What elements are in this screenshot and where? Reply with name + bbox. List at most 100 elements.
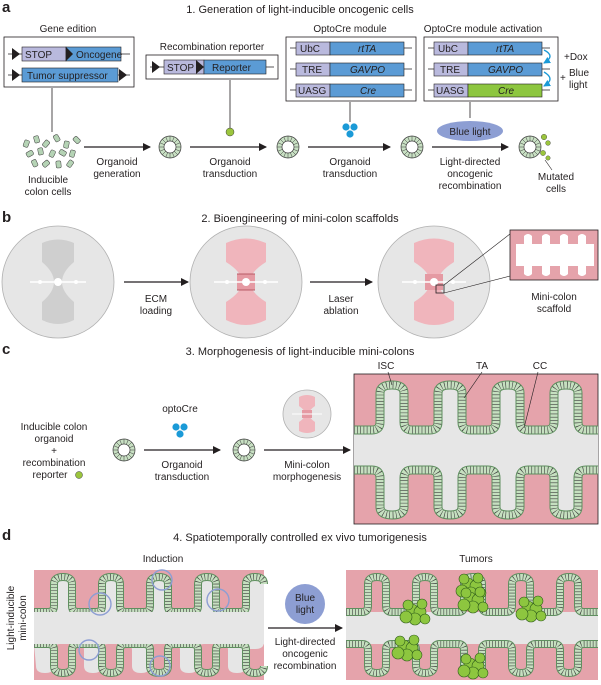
loxp-icon <box>196 60 204 74</box>
optocre-label: optoCre <box>162 404 198 415</box>
inducible-organoid-1: Inducible colon <box>21 422 88 433</box>
activation-cre: Cre <box>498 86 515 97</box>
mutated-cells-1: Mutated <box>538 172 574 183</box>
activation-heading: OptoCre module activation <box>424 24 542 35</box>
panel-b: b 2. Bioengineering of mini-colon scaffo… <box>1 209 599 339</box>
ta-label: TA <box>476 361 488 372</box>
panel-b-title: 2. Bioengineering of mini-colon scaffold… <box>201 213 399 225</box>
panel-d-title: 4. Spatiotemporally controlled ex vivo t… <box>173 532 427 544</box>
optocre-virus-icon <box>172 423 188 438</box>
induction-spots <box>78 569 230 677</box>
panel-c: c 3. Morphogenesis of light-inducible mi… <box>2 341 599 525</box>
panel-a-title: 1. Generation of light-inducible oncogen… <box>186 4 414 16</box>
optocre-module-box: OptoCre module UbC rtTA TRE GAVPO UASG C… <box>285 24 417 102</box>
mini-colon-tissue-c <box>353 373 599 525</box>
activation-rtta: rtTA <box>496 44 514 55</box>
light-directed-a3: recombination <box>439 181 502 192</box>
laser-ablation-1: Laser <box>328 294 354 305</box>
reporter-heading: Recombination reporter <box>160 42 265 53</box>
loxp-icon <box>12 69 20 81</box>
reporter-virus-icon <box>225 127 235 137</box>
mutated-cells-2: cells <box>546 184 566 195</box>
optocre-activation-box: OptoCre module activation UbC rtTA TRE G… <box>423 24 589 102</box>
optocre-cre: Cre <box>360 86 377 97</box>
loxp-icon <box>152 61 160 73</box>
activation-tre: TRE <box>440 65 460 76</box>
mini-colon-tissue-d-right <box>346 570 598 680</box>
loxp-icon <box>12 48 20 60</box>
panel-d-letter: d <box>2 527 11 544</box>
optocre-heading: OptoCre module <box>313 24 387 35</box>
optocre-gavpo: GAVPO <box>350 65 385 76</box>
inducible-organoid-4: recombination <box>23 458 86 469</box>
organoid-transduction-c1: Organoid <box>161 460 202 471</box>
reporter-stop: STOP <box>167 63 194 74</box>
activation-uasg: UASG <box>436 86 465 97</box>
optocre-virus-icon <box>342 123 358 138</box>
loxp-icon <box>119 69 127 81</box>
organoid-icon <box>276 135 300 159</box>
organoid-icon <box>232 438 256 462</box>
loxp-icon <box>66 47 73 61</box>
panel-a: a 1. Generation of light-inducible oncog… <box>2 0 589 198</box>
gene-oncogene: Oncogene <box>76 50 123 61</box>
light-directed-d3: recombination <box>274 661 337 672</box>
organoid-generation-2: generation <box>93 169 140 180</box>
optocre-rtta: rtTA <box>358 44 376 55</box>
organoid-transduction-2b: transduction <box>323 169 377 180</box>
inducible-cells-label-2: colon cells <box>25 187 72 198</box>
mutated-cells-icon <box>540 133 551 161</box>
cc-label: CC <box>533 361 547 372</box>
light-directed-d1: Light-directed <box>275 637 336 648</box>
panel-a-letter: a <box>2 0 11 16</box>
scaffold-zoom <box>509 229 599 281</box>
morphogenesis-1: Mini-colon <box>284 460 330 471</box>
mini-colon-dish-icon <box>282 389 332 439</box>
activation-ubc: UbC <box>438 44 458 55</box>
organoid-transduction-c2: transduction <box>155 472 209 483</box>
organoid-transduction-1b: transduction <box>203 169 257 180</box>
light-directed-d2: oncogenic <box>282 649 328 660</box>
inducible-organoid-2: organoid <box>35 434 74 445</box>
scaffold-dish-ablated <box>377 225 511 339</box>
side-label-1: Light-inducible <box>6 585 17 650</box>
inducible-colon-cells <box>22 134 81 169</box>
optocre-uasg: UASG <box>298 86 327 97</box>
scaffold-dish-ecm <box>189 225 303 339</box>
panel-b-letter: b <box>2 209 11 226</box>
blue-light-label-a: Blue light <box>449 127 490 138</box>
organoid-icon <box>158 135 182 159</box>
blue-light-d-1: Blue <box>295 593 315 604</box>
blue-light-ellipse <box>437 121 503 141</box>
induction-label: Induction <box>143 554 184 565</box>
mini-colon-scaffold-2: scaffold <box>537 304 571 315</box>
organoid-transduction-1a: Organoid <box>209 157 250 168</box>
light-directed-a2: oncogenic <box>447 169 493 180</box>
blue-light-d-2: light <box>296 605 315 616</box>
inducible-organoid-5: reporter <box>32 470 68 481</box>
ecm-loading-1: ECM <box>145 294 167 305</box>
activation-blue: Blue <box>569 68 589 79</box>
morphogenesis-2: morphogenesis <box>273 472 341 483</box>
tumors-label: Tumors <box>459 554 493 565</box>
light-directed-a1: Light-directed <box>440 157 501 168</box>
recombination-reporter-box: Recombination reporter STOP Reporter <box>145 42 279 80</box>
panel-d: d 4. Spatiotemporally controlled ex vivo… <box>2 527 598 680</box>
activation-light: light <box>569 80 588 91</box>
blue-light-circle <box>285 584 325 624</box>
gene-edition-box: Gene edition STOP Oncogene Tumor suppres… <box>3 24 135 88</box>
activation-gavpo: GAVPO <box>488 65 523 76</box>
mini-colon-scaffold-1: Mini-colon <box>531 292 577 303</box>
optocre-tre: TRE <box>302 65 322 76</box>
scaffold-dish-empty <box>1 225 115 339</box>
organoid-icon <box>112 438 136 462</box>
side-label-2: mini-colon <box>18 595 29 641</box>
organoid-generation-1: Organoid <box>96 157 137 168</box>
gene-tumor-suppressor: Tumor suppressor <box>27 71 108 82</box>
organoid-icon <box>518 135 542 159</box>
mini-colon-tissue-d-left <box>34 569 268 680</box>
gene-edition-heading: Gene edition <box>40 24 97 35</box>
inducible-cells-label-1: Inducible <box>28 175 68 186</box>
isc-label: ISC <box>378 361 395 372</box>
